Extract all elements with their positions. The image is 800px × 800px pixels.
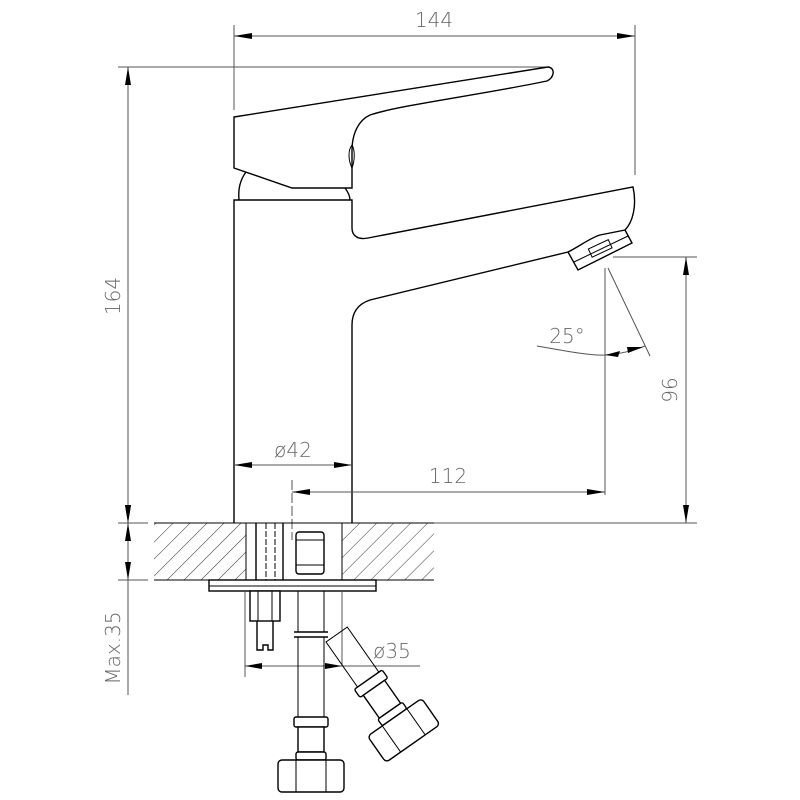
mounting-hole-dimension: ø35 — [244, 591, 420, 677]
angle-dimension: 25° — [536, 267, 651, 495]
body-diameter-label: ø42 — [274, 438, 312, 462]
spout-reach-label: 112 — [429, 464, 467, 488]
spout-height-dimension: 96 — [352, 256, 697, 524]
height-dimension: 164 — [101, 66, 548, 524]
mounting-stud — [255, 523, 284, 580]
width-dimension: 144 — [233, 8, 636, 175]
spout-height-label: 96 — [658, 377, 682, 402]
max-thickness-label: Max.35 — [101, 611, 125, 684]
fixing-stud — [249, 590, 281, 651]
cartridge-cap — [238, 171, 351, 201]
faucet-lever — [233, 66, 554, 189]
height-label: 164 — [101, 277, 125, 315]
width-label: 144 — [415, 8, 453, 32]
mounting-hole-label: ø35 — [373, 639, 411, 663]
countertop-section — [154, 522, 434, 581]
mounting-plate — [208, 579, 377, 592]
max-thickness-dimension: Max.35 — [101, 505, 148, 695]
angle-label: 25° — [549, 324, 584, 348]
body-diameter-dimension: ø42 — [234, 438, 352, 468]
supply-hose-angled — [325, 626, 440, 762]
supply-hose-straight — [277, 590, 345, 793]
spout-reach-dimension: 112 — [291, 464, 605, 540]
faucet-body — [233, 186, 636, 523]
hose-ferrule-top — [295, 531, 325, 575]
